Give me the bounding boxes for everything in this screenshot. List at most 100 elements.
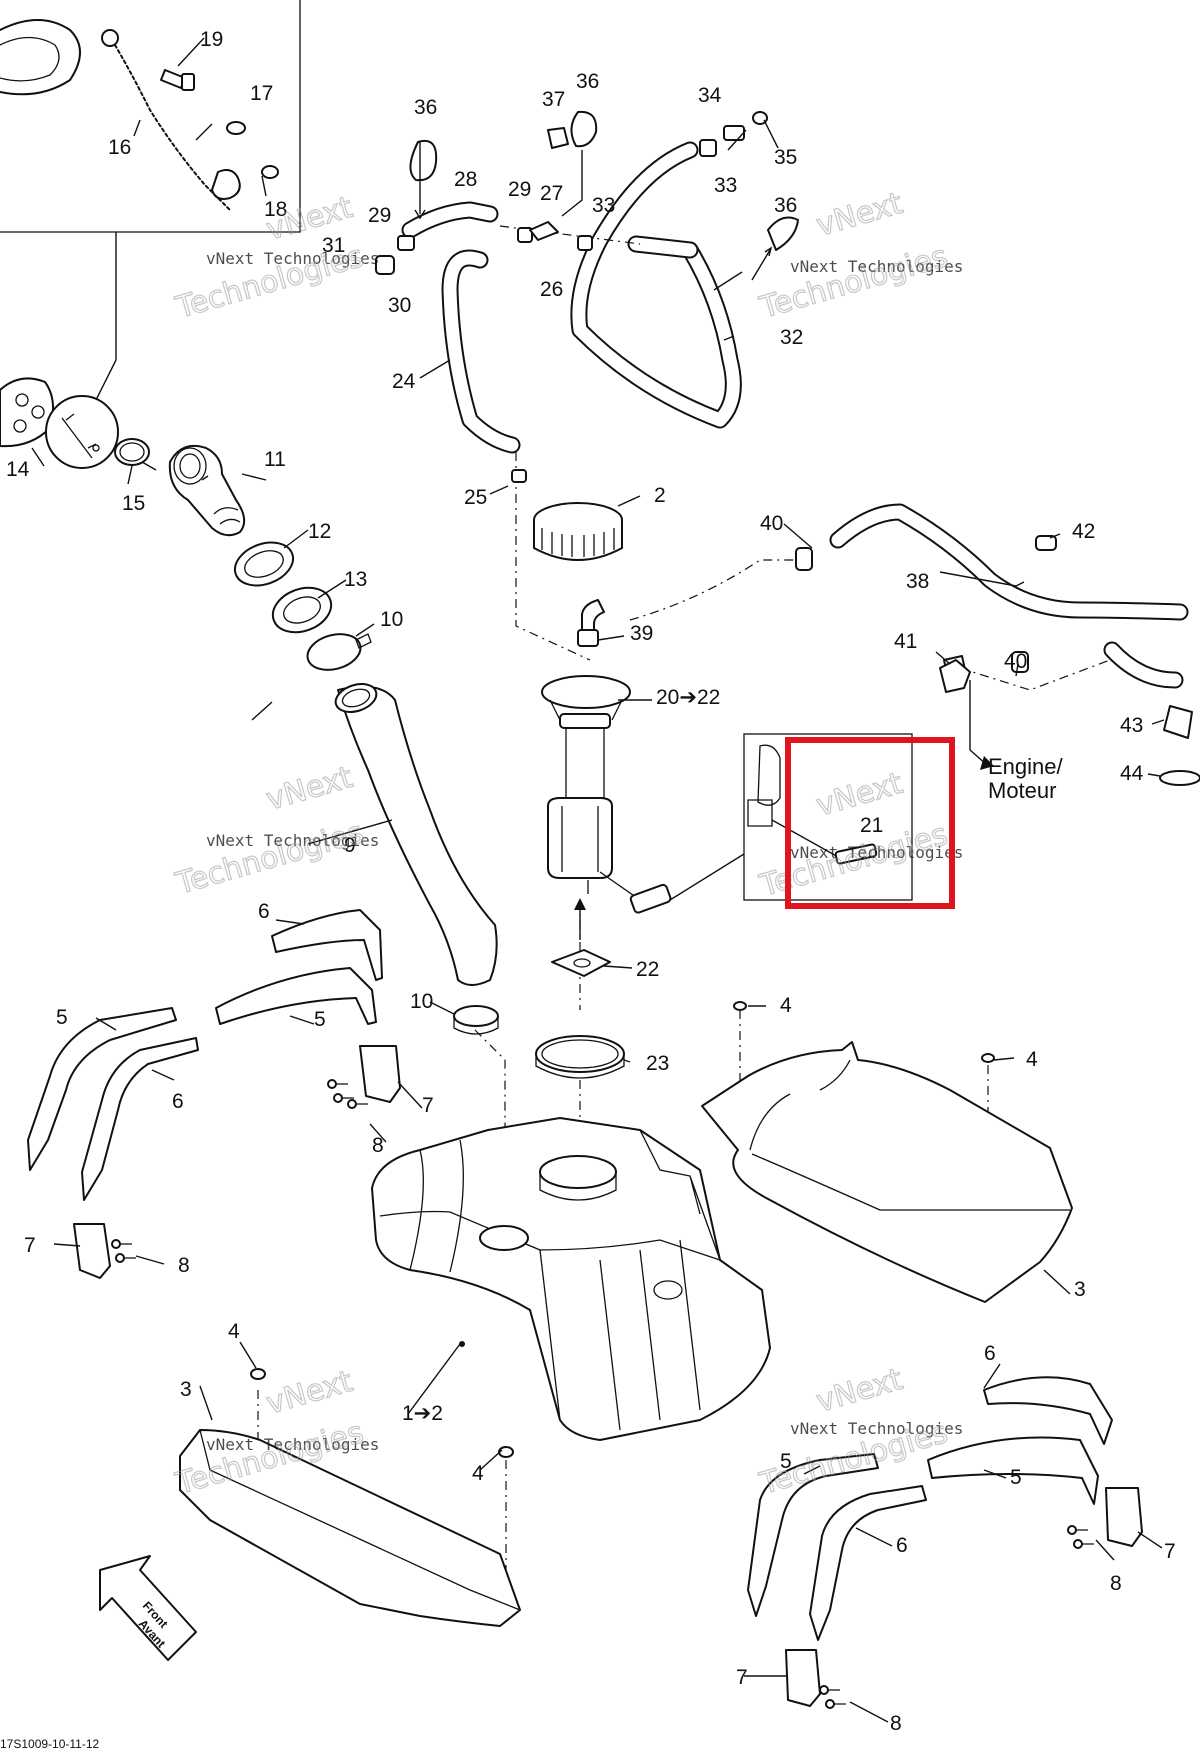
- watermark-top-left: vNext vNext Technologies Technologies: [171, 189, 379, 326]
- callout-4: 4: [472, 1462, 484, 1485]
- callout-37: 37: [542, 88, 565, 111]
- heat-shield-3-right: [701, 1041, 1073, 1303]
- callout-18: 18: [264, 198, 287, 221]
- callout-6: 6: [172, 1090, 184, 1113]
- inset-cap-tether-detail: [0, 0, 301, 403]
- watermark-brand: vNext: [263, 760, 357, 818]
- callout-22: 22: [636, 958, 659, 981]
- fuel-pump-module-20: [541, 675, 672, 914]
- callout-25: 25: [464, 486, 487, 509]
- watermark-company: vNext Technologies: [206, 831, 379, 850]
- callout-8: 8: [372, 1134, 384, 1157]
- callout-24: 24: [392, 370, 416, 393]
- elbow-connector-39: [577, 599, 605, 647]
- watermark-mid-left: vNext vNext Technologies Technologies: [171, 759, 379, 902]
- engine-label-line1: Engine/: [988, 754, 1064, 779]
- heat-shield-3-left: [179, 1429, 521, 1627]
- callout-4: 4: [228, 1320, 240, 1343]
- callout-21: 21: [860, 814, 883, 837]
- callout-20-22: 20➔22: [656, 686, 720, 709]
- watermark-company: vNext Technologies: [790, 843, 963, 862]
- callout-28: 28: [454, 168, 477, 191]
- callout-40: 40: [1004, 650, 1027, 673]
- fasteners-8: [111, 1079, 1094, 1709]
- callout-5: 5: [1010, 1466, 1022, 1489]
- callout-35: 35: [774, 146, 797, 169]
- callout-2: 2: [654, 484, 666, 507]
- callout-36: 36: [414, 96, 437, 119]
- callout-7: 7: [422, 1094, 434, 1117]
- callout-16: 16: [108, 136, 131, 159]
- figure-code: 17S1009-10-11-12: [0, 1737, 100, 1751]
- tank-lock-ring-2: [533, 502, 623, 561]
- clamp-10-upper: [306, 633, 372, 671]
- filter-retainer-22: [551, 949, 611, 977]
- straps-left-upper: [215, 909, 383, 1025]
- callout-43: 43: [1120, 714, 1143, 737]
- filler-neck-11: [168, 444, 246, 537]
- callout-27: 27: [540, 182, 563, 205]
- callout-42: 42: [1072, 520, 1095, 543]
- watermark-company: vNext Technologies: [206, 249, 379, 268]
- watermark-wordmark: Technologies: [756, 239, 952, 326]
- callout-10: 10: [410, 990, 433, 1013]
- callout-29: 29: [508, 178, 531, 201]
- callout-41: 41: [894, 630, 917, 653]
- callout-1-2: 1➔2: [402, 1402, 443, 1425]
- callout-40: 40: [760, 512, 783, 535]
- rivets-4: [250, 1001, 995, 1458]
- gasket-12: [233, 541, 295, 587]
- callout-12: 12: [308, 520, 331, 543]
- sender-detail-box: [669, 733, 913, 901]
- callout-15: 15: [122, 492, 145, 515]
- callout-23: 23: [646, 1052, 669, 1075]
- watermark-bottom-right: vNext vNext Technologies Technologies: [755, 1361, 963, 1502]
- callout-26: 26: [540, 278, 563, 301]
- pump-install-arrow: [574, 898, 586, 940]
- callout-44: 44: [1120, 762, 1144, 785]
- callout-30: 30: [388, 294, 411, 317]
- watermark-company: vNext Technologies: [790, 1419, 963, 1438]
- engine-label-line2: Moteur: [988, 778, 1056, 803]
- callout-3: 3: [1074, 1278, 1086, 1301]
- callout-39: 39: [630, 622, 653, 645]
- callout-8: 8: [178, 1254, 190, 1277]
- callout-9: 9: [344, 834, 356, 857]
- clamp-10-lower: [453, 1005, 499, 1035]
- watermark-brand: vNext: [813, 1362, 907, 1420]
- watermark-company: vNext Technologies: [790, 257, 963, 276]
- callout-6: 6: [984, 1342, 996, 1365]
- callout-6: 6: [896, 1534, 908, 1557]
- callout-29: 29: [368, 204, 391, 227]
- o-ring-15: [114, 438, 150, 466]
- callout-8: 8: [1110, 1572, 1122, 1595]
- callout-7: 7: [736, 1666, 748, 1689]
- callout-6: 6: [258, 900, 270, 923]
- callout-7: 7: [1164, 1540, 1176, 1563]
- callout-33: 33: [714, 174, 737, 197]
- callout-31: 31: [322, 234, 345, 257]
- callout-4: 4: [780, 994, 792, 1017]
- highlight-box-part-21: [785, 737, 955, 909]
- watermark-company: vNext Technologies: [206, 1435, 379, 1454]
- callout-17: 17: [250, 82, 273, 105]
- callout-10: 10: [380, 608, 403, 631]
- tank-seal-23: [535, 1035, 625, 1079]
- brackets-7: [73, 1045, 1143, 1707]
- callout-3: 3: [180, 1378, 192, 1401]
- callout-13: 13: [344, 568, 367, 591]
- callout-4: 4: [1026, 1048, 1038, 1071]
- front-direction-arrow: Front Avant: [99, 1555, 197, 1661]
- callout-11: 11: [264, 448, 286, 471]
- filler-hose-9: [334, 683, 498, 986]
- filler-cap: [0, 377, 55, 448]
- watermark-brand: vNext: [263, 1364, 357, 1422]
- callout-34: 34: [698, 84, 722, 107]
- leader-lines: [31, 37, 1165, 1723]
- callout-numbers: 19 17 16 18 36 37 36 34 35 33 28 29 27 3…: [6, 28, 1176, 1735]
- callout-14: 14: [6, 458, 30, 481]
- callout-32: 32: [780, 326, 803, 349]
- fuel-tank-1: [371, 1117, 771, 1441]
- callout-5: 5: [780, 1450, 792, 1473]
- callout-5: 5: [56, 1006, 68, 1029]
